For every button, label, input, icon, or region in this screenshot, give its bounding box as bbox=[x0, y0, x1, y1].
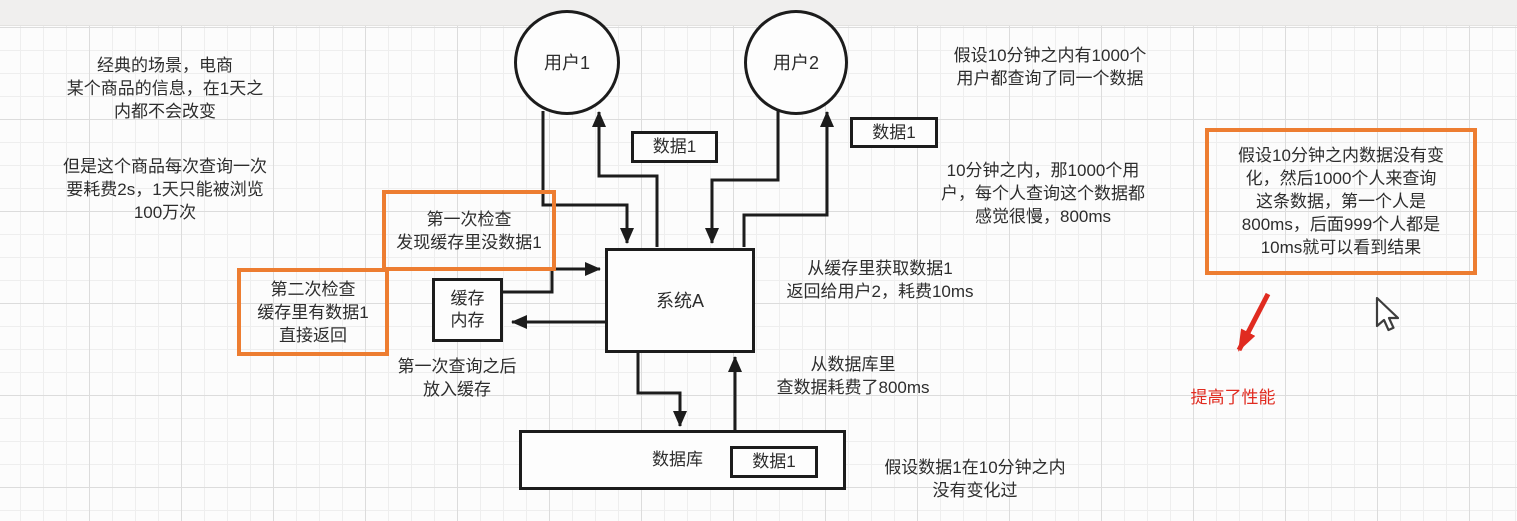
highlight-first-check: 第一次检查 发现缓存里没数据1 bbox=[382, 190, 556, 271]
note-cache-hit: 从缓存里获取数据1 返回给用户2，耗费10ms bbox=[786, 259, 974, 301]
highlight-second-check: 第二次检查 缓存里有数据1 直接返回 bbox=[237, 268, 389, 356]
node-user1: 用户1 bbox=[514, 10, 620, 115]
label-data1-user2: 数据1 bbox=[850, 117, 938, 148]
note-assumption-top: 假设10分钟之内有1000个 用户都查询了同一个数据 bbox=[953, 46, 1147, 88]
node-database: 数据库 数据1 bbox=[519, 430, 846, 490]
note-cost: 但是这个商品每次查询一次 要耗费2s，1天只能被浏览 100万次 bbox=[63, 157, 267, 222]
note-performance: 提高了性能 bbox=[1190, 388, 1276, 407]
note-scenario: 经典的场景，电商 某个商品的信息，在1天之 内都不会改变 bbox=[66, 56, 264, 121]
node-system-a: 系统A bbox=[605, 248, 755, 353]
note-slow-query: 10分钟之内，那1000个用 户，每个人查询这个数据都 感觉很慢，800ms bbox=[941, 161, 1145, 226]
database-label: 数据库 bbox=[652, 450, 703, 469]
node-cache-memory: 缓存 内存 bbox=[432, 278, 503, 342]
label-data1-user1: 数据1 bbox=[631, 131, 718, 163]
top-gray-strip bbox=[0, 0, 1517, 26]
note-after-first-query: 第一次查询之后 放入缓存 bbox=[397, 357, 517, 399]
highlight-cache-benefit: 假设10分钟之内数据没有变 化，然后1000个人来查询 这条数据，第一个人是 8… bbox=[1205, 128, 1477, 275]
note-db-query: 从数据库里 查数据耗费了800ms bbox=[776, 355, 930, 397]
mouse-cursor-icon bbox=[1375, 297, 1399, 332]
note-db-unchanged: 假设数据1在10分钟之内 没有变化过 bbox=[884, 458, 1066, 500]
node-user2: 用户2 bbox=[744, 10, 848, 115]
label-data1-db: 数据1 bbox=[730, 446, 818, 478]
